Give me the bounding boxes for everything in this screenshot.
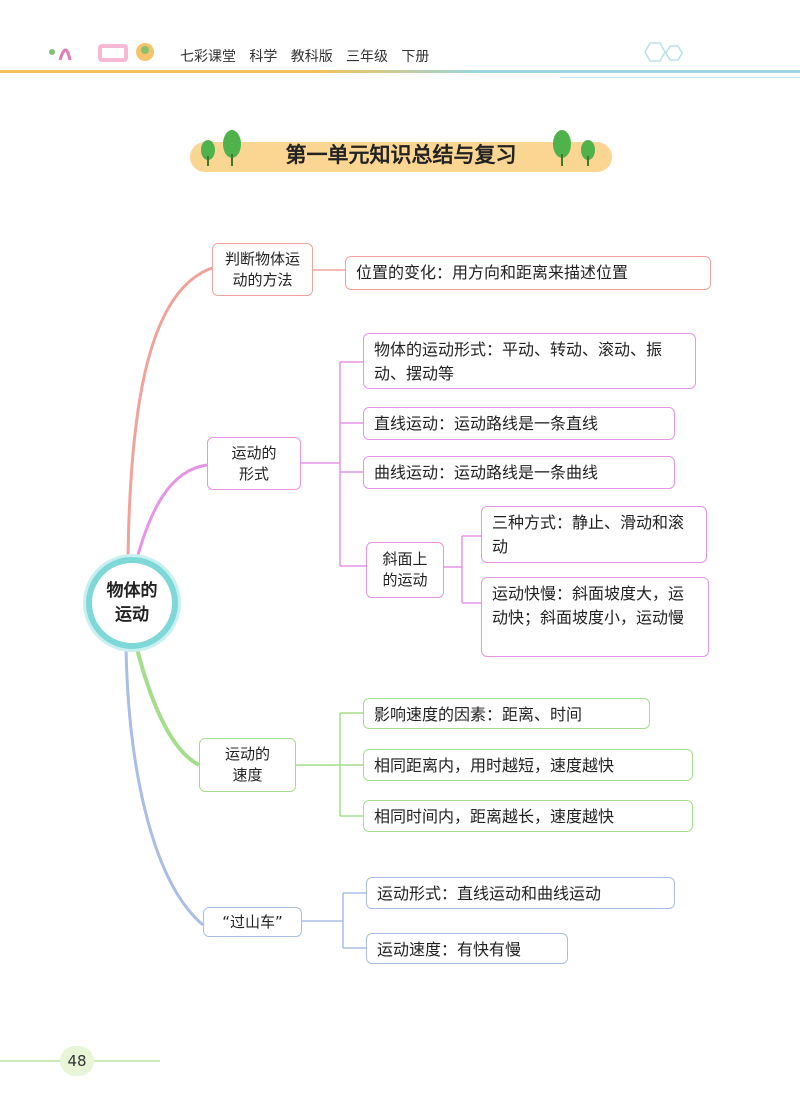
center-node-label: 物体的 运动 [106, 581, 158, 625]
method-item: 位置的变化：用方向和距离来描述位置 [345, 256, 711, 290]
branch-speed: 运动的 速度 [199, 738, 296, 792]
speed-item-same-distance-text: 相同距离内，用时越短，速度越快 [374, 756, 615, 775]
page-title: 第一单元知识总结与复习 [285, 143, 517, 167]
form-item-straight-text: 直线运动：运动路线是一条直线 [374, 414, 599, 433]
slope-node-label: 斜面上 的运动 [382, 550, 428, 589]
form-item-curve-text: 曲线运动：运动路线是一条曲线 [374, 463, 599, 482]
speed-item-same-time-text: 相同时间内，距离越长，速度越快 [374, 807, 615, 826]
branch-coaster: “过山车” [203, 907, 302, 937]
tree-icon-left [201, 130, 241, 166]
form-item-types: 物体的运动形式：平动、转动、滚动、振动、摆动等 [363, 333, 696, 389]
form-item-straight: 直线运动：运动路线是一条直线 [363, 407, 675, 440]
slope-node: 斜面上 的运动 [366, 542, 444, 598]
speed-item-same-distance: 相同距离内，用时越短，速度越快 [363, 749, 693, 781]
title-banner [190, 142, 612, 172]
coaster-item-form-text: 运动形式：直线运动和曲线运动 [377, 884, 602, 903]
header-text: 七彩课堂 科学 教科版 三年级 下册 [180, 49, 430, 65]
header-hexagon-decoration [644, 42, 683, 62]
coaster-item-speed-text: 运动速度：有快有慢 [377, 940, 522, 959]
header-divider [0, 70, 800, 73]
branch-speed-label: 运动的 速度 [224, 745, 270, 784]
slope-item-speed-text: 运动快慢：斜面坡度大，运动快；斜面坡度小，运动慢 [492, 584, 685, 627]
header-divider-secondary [560, 77, 800, 78]
coaster-item-form: 运动形式：直线运动和曲线运动 [366, 877, 675, 909]
center-node: 物体的 运动 [86, 557, 178, 649]
form-item-curve: 曲线运动：运动路线是一条曲线 [363, 456, 675, 489]
page-number: 48 [60, 1046, 94, 1076]
slope-item-ways: 三种方式：静止、滑动和滚动 [481, 506, 707, 563]
tree-icon-right [553, 130, 595, 166]
branch-method-label: 判断物体运 动的方法 [224, 249, 300, 289]
slope-item-speed: 运动快慢：斜面坡度大，运动快；斜面坡度小，运动慢 [481, 577, 709, 657]
branch-form: 运动的 形式 [207, 437, 301, 490]
speed-item-factors-text: 影响速度的因素：距离、时间 [374, 705, 583, 724]
branch-form-label: 运动的 形式 [231, 443, 277, 483]
form-item-types-text: 物体的运动形式：平动、转动、滚动、振动、摆动等 [374, 340, 663, 383]
speed-item-same-time: 相同时间内，距离越长，速度越快 [363, 800, 693, 832]
method-item-text: 位置的变化：用方向和距离来描述位置 [356, 263, 629, 282]
coaster-item-speed: 运动速度：有快有慢 [366, 933, 568, 964]
branch-method: 判断物体运 动的方法 [212, 243, 313, 296]
header-logo [49, 43, 154, 62]
speed-item-factors: 影响速度的因素：距离、时间 [363, 698, 650, 729]
slope-item-ways-text: 三种方式：静止、滑动和滚动 [492, 513, 685, 556]
branch-coaster-label: “过山车” [222, 912, 283, 931]
